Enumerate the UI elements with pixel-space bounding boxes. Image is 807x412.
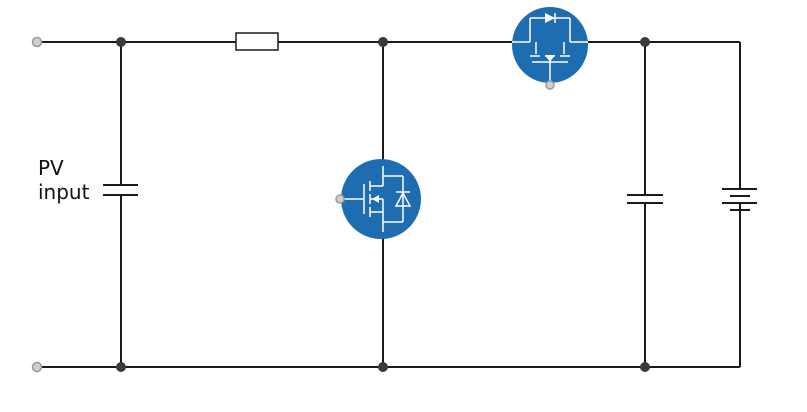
output-capacitor [627,194,663,204]
switch-mosfet-low-side [341,159,421,239]
sense-resistor [235,32,279,51]
pv-input-label-line-2: input [38,180,90,204]
switch-mosfet-high-side [512,7,588,84]
pv-terminal-negative[interactable] [31,361,43,373]
gate-terminal-high-side[interactable] [545,80,555,90]
pv-input-label: PV input [38,156,89,204]
gate-terminal-low-side[interactable] [335,194,345,204]
pv-terminal-positive[interactable] [31,36,43,48]
junction-nodes [116,37,650,372]
pv-input-label-line-1: PV [38,156,64,180]
input-capacitor [103,184,138,196]
wires [37,41,741,368]
battery [722,188,757,211]
